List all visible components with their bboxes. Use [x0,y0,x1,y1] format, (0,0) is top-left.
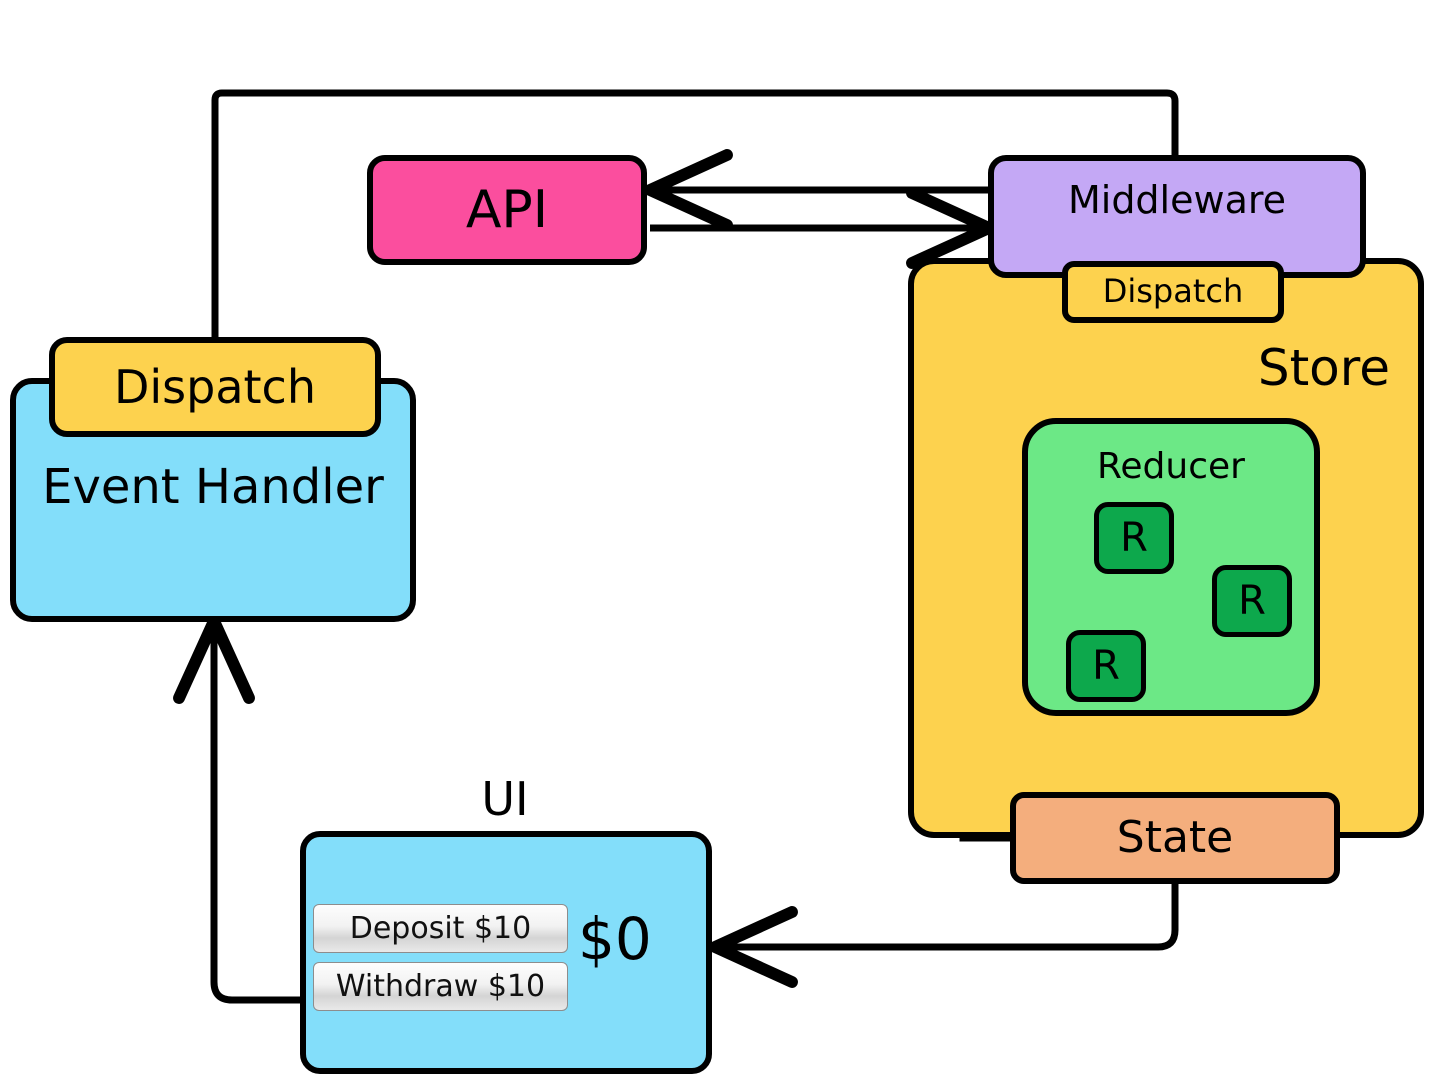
reducer-item-label: R [1092,643,1120,689]
store-dispatch-node[interactable]: Dispatch [1062,261,1284,323]
withdraw-button-label: Withdraw $10 [335,969,546,1004]
edge-state-to-ui [709,884,1179,988]
withdraw-button[interactable]: Withdraw $10 [313,962,568,1011]
deposit-button-label: Deposit $10 [349,911,532,946]
state-label: State [1116,811,1234,863]
event-handler-label: Event Handler [42,459,384,515]
ui-balance-value: $0 [578,905,652,973]
api-label: API [465,179,549,240]
ui-label: UI [481,772,529,826]
event-handler-dispatch-node[interactable]: Dispatch [49,337,381,437]
api-node[interactable]: API [367,155,647,265]
reducer-item[interactable]: R [1212,565,1292,637]
reducer-item-label: R [1238,578,1266,624]
reducer-item[interactable]: R [1094,502,1174,574]
deposit-button[interactable]: Deposit $10 [313,904,568,953]
store-label: Store [1257,339,1390,397]
middleware-node[interactable]: Middleware [988,155,1366,278]
event-handler-dispatch-label: Dispatch [113,359,317,414]
reducer-item-label: R [1120,515,1148,561]
store-dispatch-label: Dispatch [1102,272,1244,311]
reducer-item[interactable]: R [1066,630,1146,702]
reducer-label: Reducer [1097,446,1245,487]
edge-ui-to-eventhandler [173,615,305,1004]
middleware-label: Middleware [1067,178,1287,222]
state-node[interactable]: State [1010,792,1340,884]
